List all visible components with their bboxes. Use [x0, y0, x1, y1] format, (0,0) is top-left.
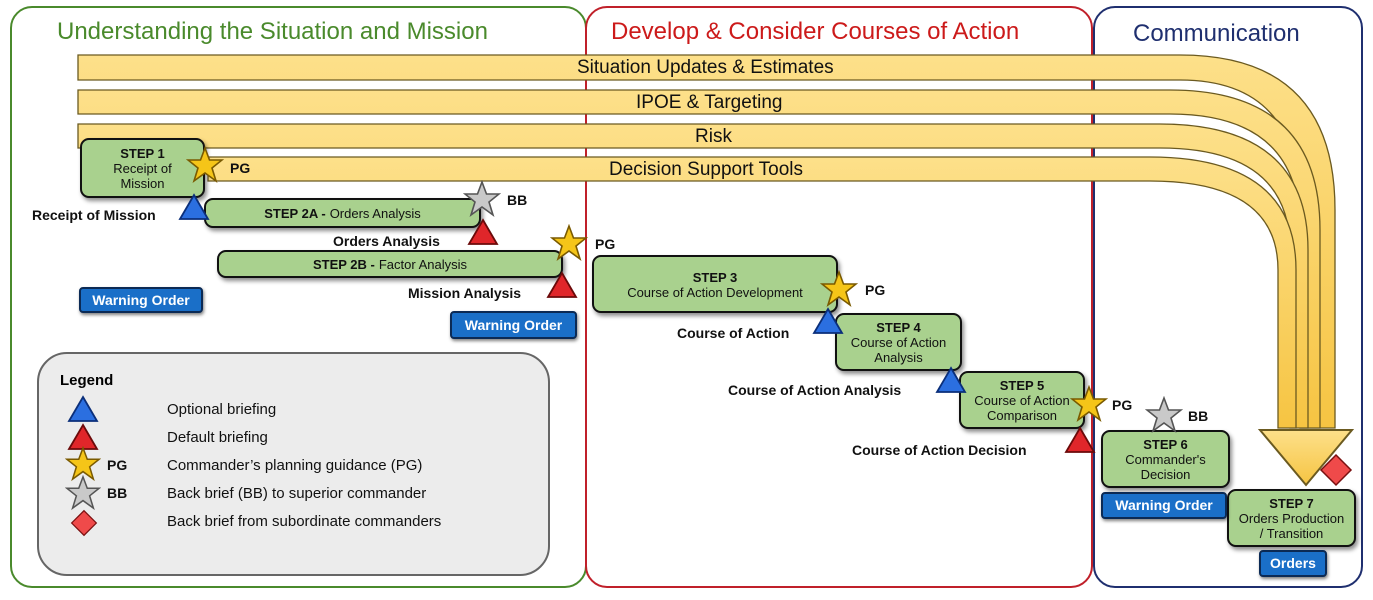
pg-marker-label: PG: [230, 160, 251, 176]
pg-marker-label: PG: [1112, 397, 1133, 413]
coa-analysis-label: Course of Action Analysis: [728, 382, 902, 398]
bb-marker-label: BB: [1188, 408, 1209, 424]
panel-develop-title: Develop & Consider Courses of Action: [611, 18, 1020, 45]
step-1-line2: Mission: [120, 176, 165, 191]
arrow-risk: [77, 123, 1309, 429]
warning-order-button-1[interactable]: Warning Order: [79, 287, 203, 313]
legend-diamond-icon: [70, 509, 98, 537]
panel-understanding-title: Understanding the Situation and Mission: [57, 18, 488, 45]
receipt-of-mission-label: Receipt of Mission: [32, 207, 156, 223]
arrow-head: [1257, 429, 1355, 487]
step-1-title: STEP 1: [120, 146, 165, 161]
optional-briefing-triangle-icon: [812, 307, 844, 334]
step-2a-title: STEP 2A -: [264, 205, 326, 221]
step-6-title: STEP 6: [1143, 437, 1188, 452]
step-6-box: STEP 6 Commander's Decision: [1101, 430, 1230, 488]
step-5-line1: Course of Action: [974, 393, 1070, 408]
legend-sub-text: Back brief from subordinate commanders: [167, 513, 442, 530]
step-2a-box: STEP 2A - Orders Analysis: [204, 198, 481, 228]
mission-analysis-label: Mission Analysis: [408, 285, 522, 301]
legend-optional-text: Optional briefing: [167, 401, 277, 418]
pg-marker-label: PG: [595, 236, 616, 252]
orders-button[interactable]: Orders: [1259, 550, 1327, 577]
legend-optional-triangle-icon: [67, 395, 99, 422]
step-5-box: STEP 5 Course of Action Comparison: [959, 371, 1085, 429]
step-7-box: STEP 7 Orders Production / Transition: [1227, 489, 1356, 547]
legend-pg-abbr: PG: [107, 457, 128, 473]
legend-box: Legend Optional briefing Default briefin…: [37, 352, 550, 576]
legend-title: Legend: [60, 372, 114, 389]
optional-briefing-triangle-icon: [935, 366, 967, 393]
pg-star-icon: [550, 224, 588, 262]
step-7-line1: Orders Production: [1238, 511, 1345, 526]
step-2b-box: STEP 2B - Factor Analysis: [217, 250, 563, 278]
legend-bb-text: Back brief (BB) to superior commander: [167, 485, 427, 502]
step-6-line1: Commander's: [1125, 452, 1206, 467]
legend-bb-abbr: BB: [107, 485, 128, 501]
step-2a-desc: Orders Analysis: [329, 205, 421, 221]
pg-star-icon: [1070, 385, 1108, 423]
step-4-title: STEP 4: [876, 320, 921, 335]
subordinate-backbrief-diamond-icon: [1319, 453, 1353, 487]
step-2b-title: STEP 2B -: [312, 256, 375, 272]
panel-communication: [1093, 6, 1363, 588]
coa-decision-label: Course of Action Decision: [852, 442, 1027, 458]
step-4-line2: Analysis: [874, 350, 923, 365]
step-2b-desc: Factor Analysis: [378, 256, 468, 272]
default-briefing-triangle-icon: [467, 218, 499, 245]
optional-briefing-triangle-icon: [178, 193, 210, 220]
coa-label: Course of Action: [677, 325, 790, 341]
legend-default-text: Default briefing: [167, 429, 268, 446]
bar-decision-label: Decision Support Tools: [609, 159, 803, 180]
bar-ipoe-label: IPOE & Targeting: [636, 92, 783, 113]
panel-develop: [585, 6, 1093, 588]
step-7-line2: / Transition: [1259, 526, 1324, 541]
bb-star-icon: [1145, 396, 1183, 434]
step-3-title: STEP 3: [692, 270, 738, 285]
default-briefing-triangle-icon: [1064, 426, 1096, 453]
pg-star-icon: [186, 146, 224, 184]
bb-star-icon: [463, 180, 501, 218]
pg-star-icon: [820, 270, 858, 308]
default-briefing-triangle-icon: [546, 271, 578, 298]
warning-order-button-2[interactable]: Warning Order: [450, 311, 577, 339]
orders-analysis-label: Orders Analysis: [333, 233, 440, 249]
step-6-line2: Decision: [1140, 467, 1191, 482]
bar-risk-label: Risk: [695, 126, 732, 147]
warning-order-button-3[interactable]: Warning Order: [1101, 492, 1227, 519]
step-3-line1: Course of Action Development: [627, 285, 803, 300]
legend-pg-text: Commander’s planning guidance (PG): [167, 457, 423, 474]
step-1-line1: Receipt of: [113, 161, 172, 176]
step-1-box: STEP 1 Receipt of Mission: [80, 138, 205, 198]
pg-marker-label: PG: [865, 282, 886, 298]
step-5-line2: Comparison: [986, 408, 1058, 423]
arrow-decision: [207, 156, 1297, 429]
bar-situation-label: Situation Updates & Estimates: [577, 57, 834, 78]
panel-communication-title: Communication: [1133, 20, 1300, 47]
step-4-box: STEP 4 Course of Action Analysis: [835, 313, 962, 371]
step-5-title: STEP 5: [999, 378, 1045, 393]
step-7-title: STEP 7: [1269, 496, 1314, 511]
step-4-line1: Course of Action: [850, 335, 947, 350]
step-3-box: STEP 3 Course of Action Development: [592, 255, 838, 313]
bb-marker-label: BB: [507, 192, 528, 208]
legend-pg-star-icon: [65, 446, 101, 482]
arrow-ipoe: [77, 89, 1321, 429]
legend-bb-star-icon: [65, 475, 101, 511]
